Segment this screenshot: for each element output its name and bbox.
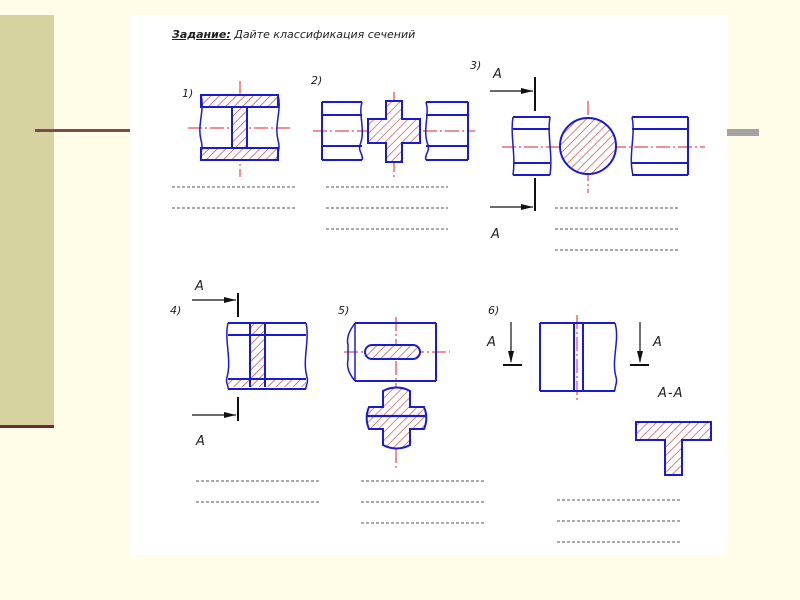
figure-4-drawing xyxy=(192,293,309,421)
figure-6-arrow-label-left: A xyxy=(487,335,496,350)
figure-3-arrow-label-bottom: A xyxy=(491,227,500,242)
figure-1-drawing xyxy=(188,81,293,177)
figure-4-arrow-label-bottom: A xyxy=(196,434,205,449)
figure-1-number: 1) xyxy=(182,87,194,100)
decorative-rule xyxy=(0,425,54,428)
decorative-rule xyxy=(727,129,759,136)
figure-6-number: 6) xyxy=(488,304,500,317)
decorative-rule xyxy=(35,129,130,132)
figure-3-drawing xyxy=(490,77,705,211)
task-label: Задание: xyxy=(172,28,231,41)
figure-2-drawing xyxy=(313,92,475,177)
figure-3-arrow-label-top: A xyxy=(493,67,502,82)
answer-lines xyxy=(172,186,681,543)
task-text: Дайте классификация сечений xyxy=(234,28,416,41)
figure-3-number: 3) xyxy=(470,59,482,72)
figure-5-number: 5) xyxy=(338,304,350,317)
figure-6-drawing xyxy=(503,315,712,476)
figure-4-arrow-label-top: A xyxy=(195,279,204,294)
task-heading: Задание: Дайте классификация сечений xyxy=(172,28,415,41)
figure-2-number: 2) xyxy=(311,74,323,87)
decorative-side-block xyxy=(0,15,54,427)
drawings-canvas xyxy=(172,77,712,543)
figure-6-arrow-label-right: A xyxy=(653,335,662,350)
figure-4-number: 4) xyxy=(170,304,182,317)
figure-6-section-label: A-A xyxy=(658,386,684,401)
worksheet: Задание: Дайте классификация сечений 1) … xyxy=(130,15,727,555)
figure-5-drawing xyxy=(344,317,450,468)
